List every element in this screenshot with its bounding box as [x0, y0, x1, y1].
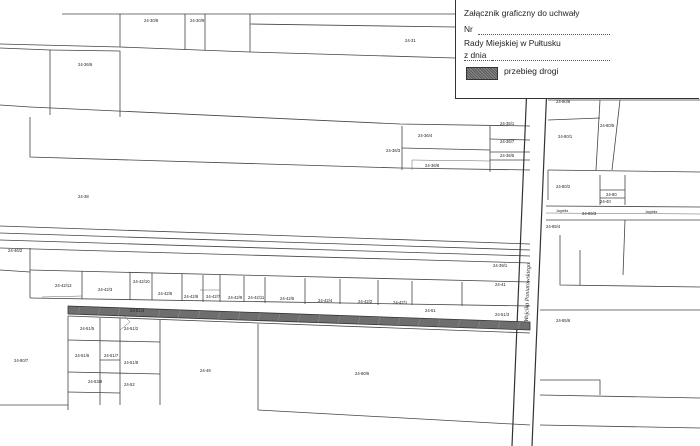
parcel-label: 24-52 — [124, 382, 135, 387]
parcel-label: 24-51/6 — [75, 353, 90, 358]
parcel-label: 24-36/4 — [418, 133, 433, 138]
parcel-label: 24-42/12 — [55, 283, 72, 288]
parcel-label: 24-85/6 — [556, 318, 571, 323]
parcel-label: 24-42/6 — [158, 291, 173, 296]
road-hatch — [77, 306, 521, 330]
parcel-label: 24-51 — [425, 308, 436, 313]
parcel-label: 24-80/7 — [14, 358, 29, 363]
parcel-label: 24-51/8 — [124, 360, 139, 365]
side-street-label: Jagiełła — [556, 209, 568, 213]
parcel-label: 24-42/11 — [248, 295, 265, 300]
parcel-label: 24-53/8 — [88, 379, 103, 384]
parcel-label: 24-42/1 — [393, 300, 408, 305]
street-name: Wojcika Poniatowskiego — [524, 263, 532, 322]
legend-nr-dots — [478, 34, 610, 35]
parcel-label: 24-30/9 — [190, 18, 205, 23]
parcel-label: 24-51/3 — [495, 312, 510, 317]
parcel-label: 24-42/2 — [358, 299, 373, 304]
parcel-label: 24-30/8 — [144, 18, 159, 23]
parcel-label: 24-31 — [405, 38, 416, 43]
parcel-label: 24-42/8 — [184, 294, 199, 299]
parcel-labels: 24-30/8 24-30/9 24-31 24-36/6 24-35/1 24… — [8, 18, 617, 387]
parcel-label: 24-39/1 — [493, 263, 508, 268]
legend-nr: Nr — [464, 24, 473, 34]
parcel-label: 24-80/2 — [556, 184, 571, 189]
parcel-label: 24-85/3 — [582, 211, 597, 216]
parcel-label: 24-42/9 — [228, 295, 243, 300]
parcel-label: 24-36/5 — [500, 153, 515, 158]
legend-title: Załącznik graficzny do uchwały — [464, 8, 580, 18]
parcel-label: 24-42/10 — [133, 279, 150, 284]
parcel-label: 24-36/3 — [386, 148, 401, 153]
parcel-label: 24-80/1 — [558, 134, 573, 139]
parcel-label: 24-42/5 — [280, 296, 295, 301]
parcel-label: 24-38 — [78, 194, 89, 199]
parcel-label: 24-36/8 — [425, 163, 440, 168]
parcel-label: 24-51/5 — [80, 326, 95, 331]
road-legend-label: przebieg drogi — [504, 66, 559, 76]
parcel-label: 24-80 — [606, 192, 617, 197]
parcel-label: 24-41 — [495, 282, 506, 287]
side-street-label: Jagiełła — [645, 210, 657, 214]
parcel-label: 24-35/1 — [500, 121, 515, 126]
parcel-label: 24-80/8 — [556, 99, 571, 104]
parcel-label: 24-51/7 — [104, 353, 119, 358]
legend-date: z dnia — [464, 50, 487, 60]
parcel-label: 24-42/4 — [318, 298, 333, 303]
legend-council: Rady Miejskiej w Pułtusku — [464, 38, 561, 48]
parcel-label: 24-51/2 — [124, 326, 139, 331]
parcel-label: 24-85/4 — [546, 224, 561, 229]
parcel-label: 24-51/4 — [130, 308, 145, 313]
parcel-label: 24-80/5 — [600, 123, 615, 128]
parcel-label: 24-49 — [200, 368, 211, 373]
parcel-label: 24-36/7 — [500, 139, 515, 144]
parcel-label: 24-40 — [600, 199, 611, 204]
parcel-lines — [0, 13, 700, 446]
parcel-label: 24-42/3 — [98, 287, 113, 292]
legend: Załącznik graficzny do uchwały Nr Rady M… — [455, 0, 699, 99]
road-legend-swatch — [466, 67, 498, 80]
parcel-label: 24-80/6 — [355, 371, 370, 376]
parcel-label: 24-46/2 — [8, 248, 23, 253]
parcel-label: 24-36/6 — [78, 62, 93, 67]
parcel-label: 24-42/7 — [206, 294, 221, 299]
legend-date-dots — [492, 60, 610, 61]
